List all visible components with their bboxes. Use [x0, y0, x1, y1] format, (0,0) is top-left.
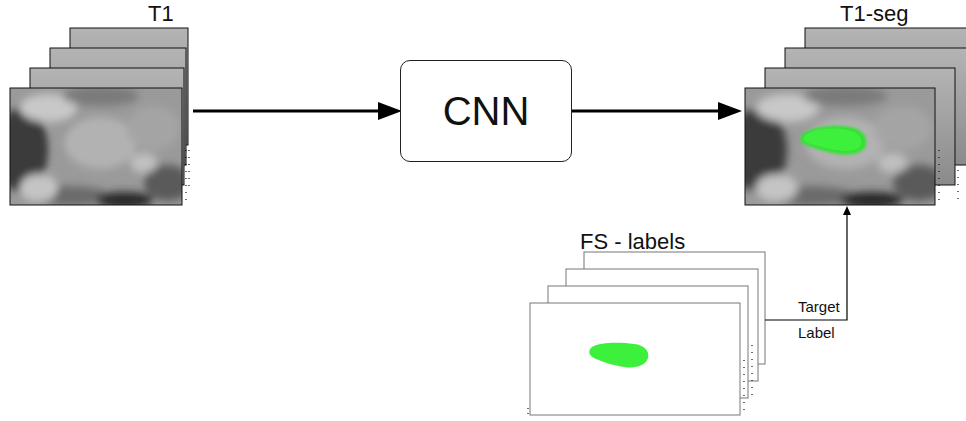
image-heading: T1 — [148, 2, 174, 26]
process-box: CNN — [400, 60, 572, 162]
edge-label: Target Label — [798, 294, 840, 346]
image-stack: T1 — [8, 0, 193, 207]
arrow-connector — [193, 110, 378, 113]
image-heading: T1-seg — [840, 2, 908, 26]
box-label: CNN — [443, 89, 530, 133]
t1-seg-image-stack — [728, 28, 966, 208]
image-stack: T1-seg — [740, 0, 966, 207]
arrow-connector — [572, 110, 718, 113]
t1-image-stack — [0, 28, 192, 208]
image-heading: FS - labels — [580, 230, 685, 254]
image-stack: FS - labels — [525, 228, 765, 418]
fs-label-stack — [528, 252, 765, 418]
